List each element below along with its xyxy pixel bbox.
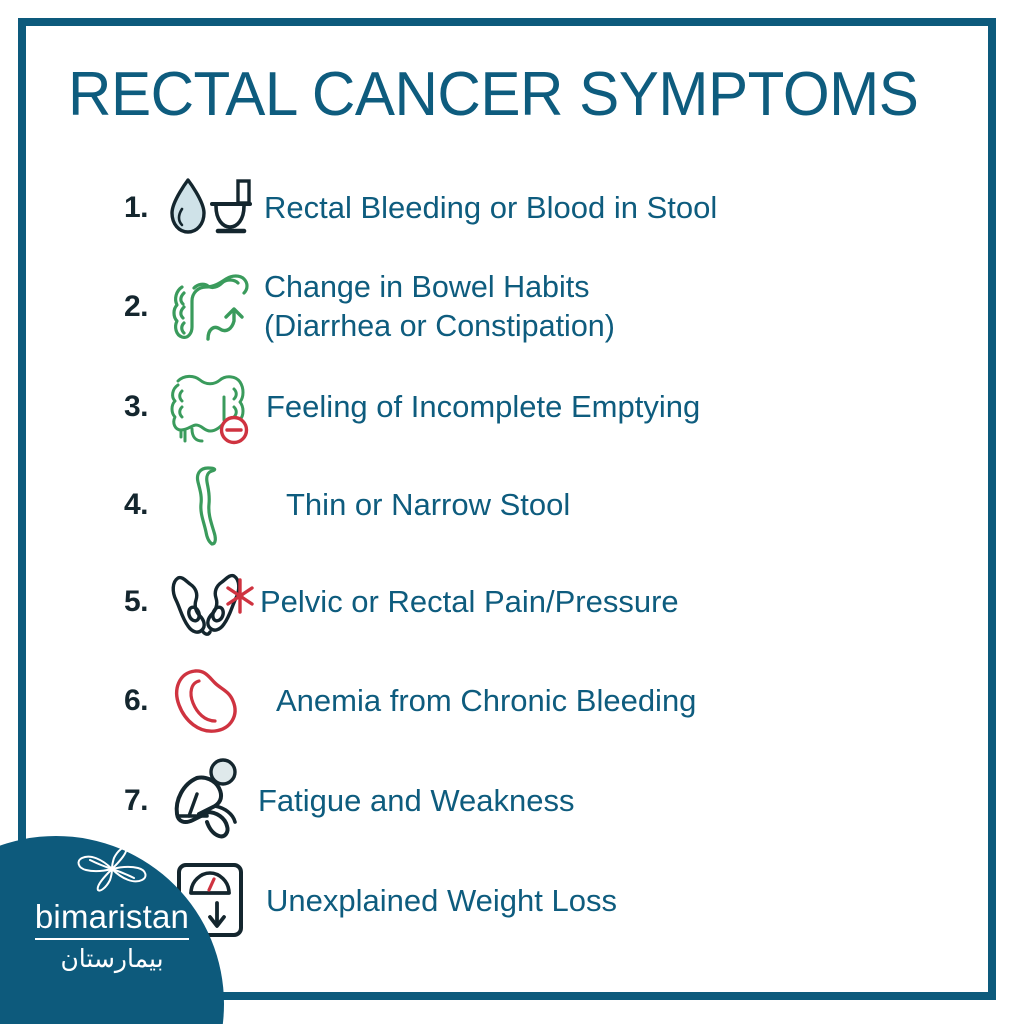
list-item-label: Feeling of Incomplete Emptying: [266, 389, 701, 424]
weight-scale-down-icon: [162, 858, 258, 944]
list-item-label: Unexplained Weight Loss: [266, 883, 617, 918]
fatigued-person-icon: [162, 758, 258, 844]
list-item-label: Fatigue and Weakness: [258, 783, 575, 818]
list-item-number: 5.: [123, 585, 149, 618]
brand-name-arabic: بيمارستان: [60, 945, 164, 973]
colon-arrow-icon: [162, 264, 258, 350]
list-item-label: Change in Bowel Habits (Diarrhea or Cons…: [264, 270, 615, 343]
list-item: 5. Pelvic or Rectal Pain/Pr: [100, 553, 950, 651]
colon-minus-icon: [162, 364, 258, 450]
list-item-label: Thin or Narrow Stool: [286, 486, 571, 522]
list-item: 4. Thin or Narrow Stool: [100, 456, 950, 553]
narrow-stool-icon: [162, 462, 258, 548]
list-item: 8. Unexplained Weight Loss: [100, 851, 950, 951]
brand-logo-content: bimaristan بيمارستان: [0, 836, 224, 1024]
list-item-number: 3.: [123, 390, 149, 423]
list-item-label: Pelvic or Rectal Pain/Pressure: [260, 584, 679, 619]
symptom-list: 1. Rectal Bleeding or Blood in Stool 2.: [100, 160, 950, 951]
page-title: RECTAL CANCER SYMPTOMS: [68, 60, 919, 129]
list-item: 6. Anemia from Chronic Bleeding: [100, 651, 950, 751]
list-item: 2. Change in Bowel Habits (Diarrhea or C…: [100, 256, 950, 358]
list-item-label: Rectal Bleeding or Blood in Stool: [264, 190, 718, 225]
butterfly-leaf-icon: [70, 846, 154, 897]
list-item-number: 2.: [123, 290, 149, 323]
list-item-label: Anemia from Chronic Bleeding: [276, 683, 697, 718]
list-item: 3. Feeling of: [100, 358, 950, 456]
brand-logo-badge: bimaristan بيمارستان: [0, 836, 224, 1024]
list-item-number: 6.: [123, 684, 149, 717]
list-item: 7. Fatigue and Weakness: [100, 751, 950, 851]
list-item-number: 7.: [123, 784, 149, 817]
blood-cell-icon: [162, 658, 258, 744]
poster-border-frame: [18, 18, 996, 1000]
list-item-number: 4.: [123, 487, 149, 521]
list-item-number: 1.: [123, 191, 149, 224]
blood-drop-toilet-icon: [162, 165, 258, 251]
brand-name: bimaristan: [34, 899, 190, 940]
list-item: 1. Rectal Bleeding or Blood in Stool: [100, 160, 950, 256]
pelvis-pain-icon: [162, 559, 258, 645]
